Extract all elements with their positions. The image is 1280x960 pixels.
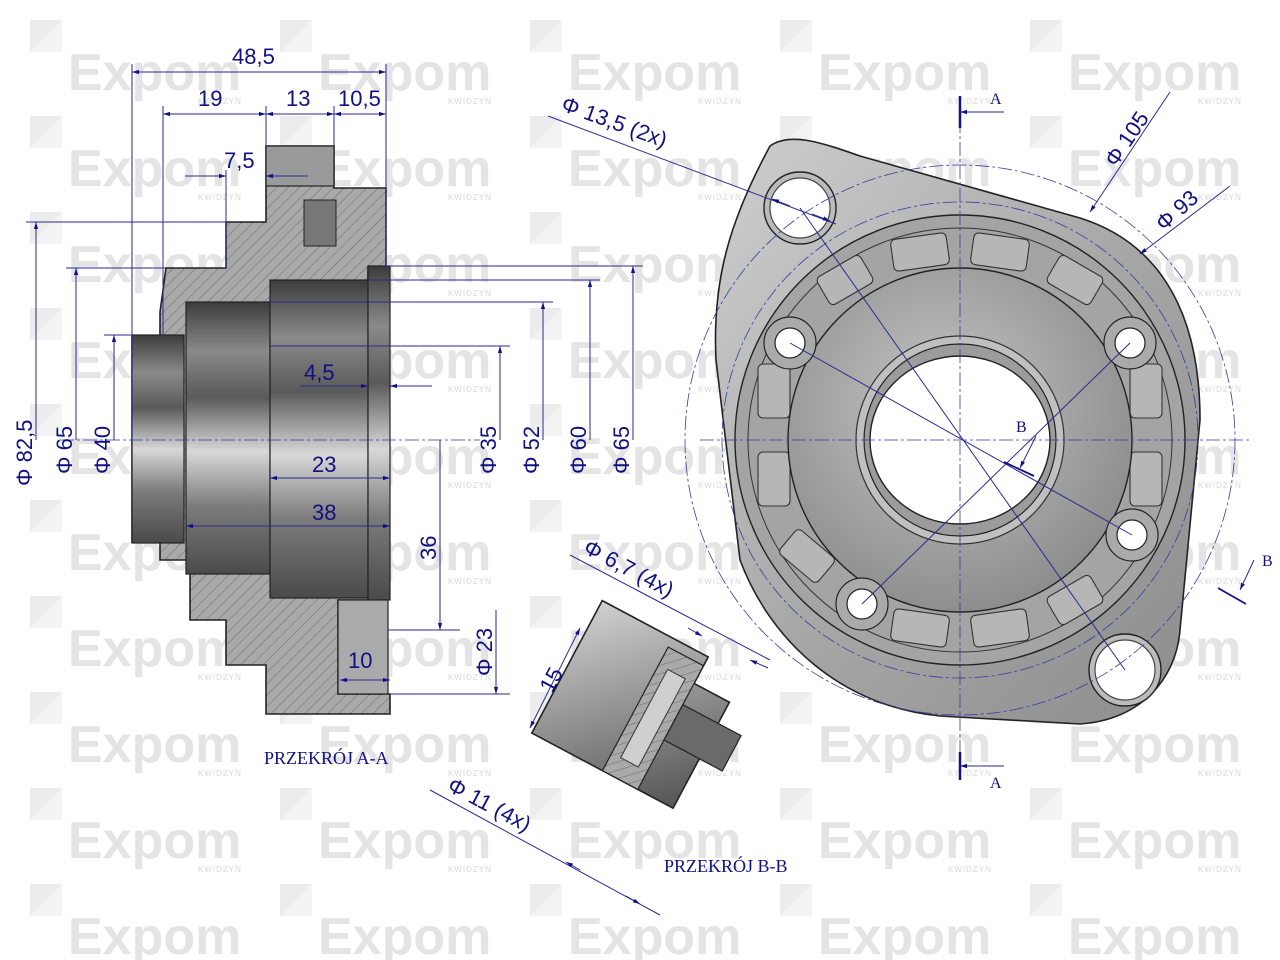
bore-d52 <box>185 301 271 575</box>
dim-10-5: 10,5 <box>338 86 381 111</box>
rib-pockets <box>757 232 1163 648</box>
dim-dia-65-left: Φ 65 <box>52 426 77 474</box>
dim-10: 10 <box>348 648 372 673</box>
dim-38: 38 <box>312 500 336 525</box>
section-marker-b-outer: B <box>1262 553 1273 570</box>
dim-dia-82-5: Φ 82,5 <box>12 420 37 486</box>
dim-dia-52: Φ 52 <box>519 426 544 474</box>
dim-23: 23 <box>312 452 336 477</box>
section-marker-b-inner: B <box>1016 419 1027 436</box>
front-view: Φ 13,5 (2x) Φ 105 Φ 93 A A B B <box>547 91 1273 792</box>
dim-dia-65-right: Φ 65 <box>609 426 634 474</box>
dim-13: 13 <box>286 86 310 111</box>
dim-36: 36 <box>416 536 441 560</box>
section-marker-a-top: A <box>990 91 1002 108</box>
dim-dia-23: Φ 23 <box>472 628 497 676</box>
section-b-b-body <box>530 599 731 810</box>
section-marker-a-bottom: A <box>990 775 1002 792</box>
bore-d65 <box>367 265 391 601</box>
section-a-a-view: 48,5 19 13 10,5 7,5 4,5 23 38 10 36 Φ 23… <box>12 44 643 768</box>
dim-7-5: 7,5 <box>224 148 255 173</box>
section-b-b-title: PRZEKRÓJ B-B <box>664 855 788 876</box>
bore-d40 <box>131 334 185 544</box>
dim-19: 19 <box>198 86 222 111</box>
bore-d60 <box>269 279 369 599</box>
watermark-sub: KWIDZYN <box>198 97 242 106</box>
dim-dia-60: Φ 60 <box>566 426 591 474</box>
dim-dia-40: Φ 40 <box>90 426 115 474</box>
dim-dia-35: Φ 35 <box>476 426 501 474</box>
dim-4-5: 4,5 <box>304 360 335 385</box>
dim-overall-length: 48,5 <box>232 44 275 69</box>
section-a-a-title: PRZEKRÓJ A-A <box>264 747 389 768</box>
